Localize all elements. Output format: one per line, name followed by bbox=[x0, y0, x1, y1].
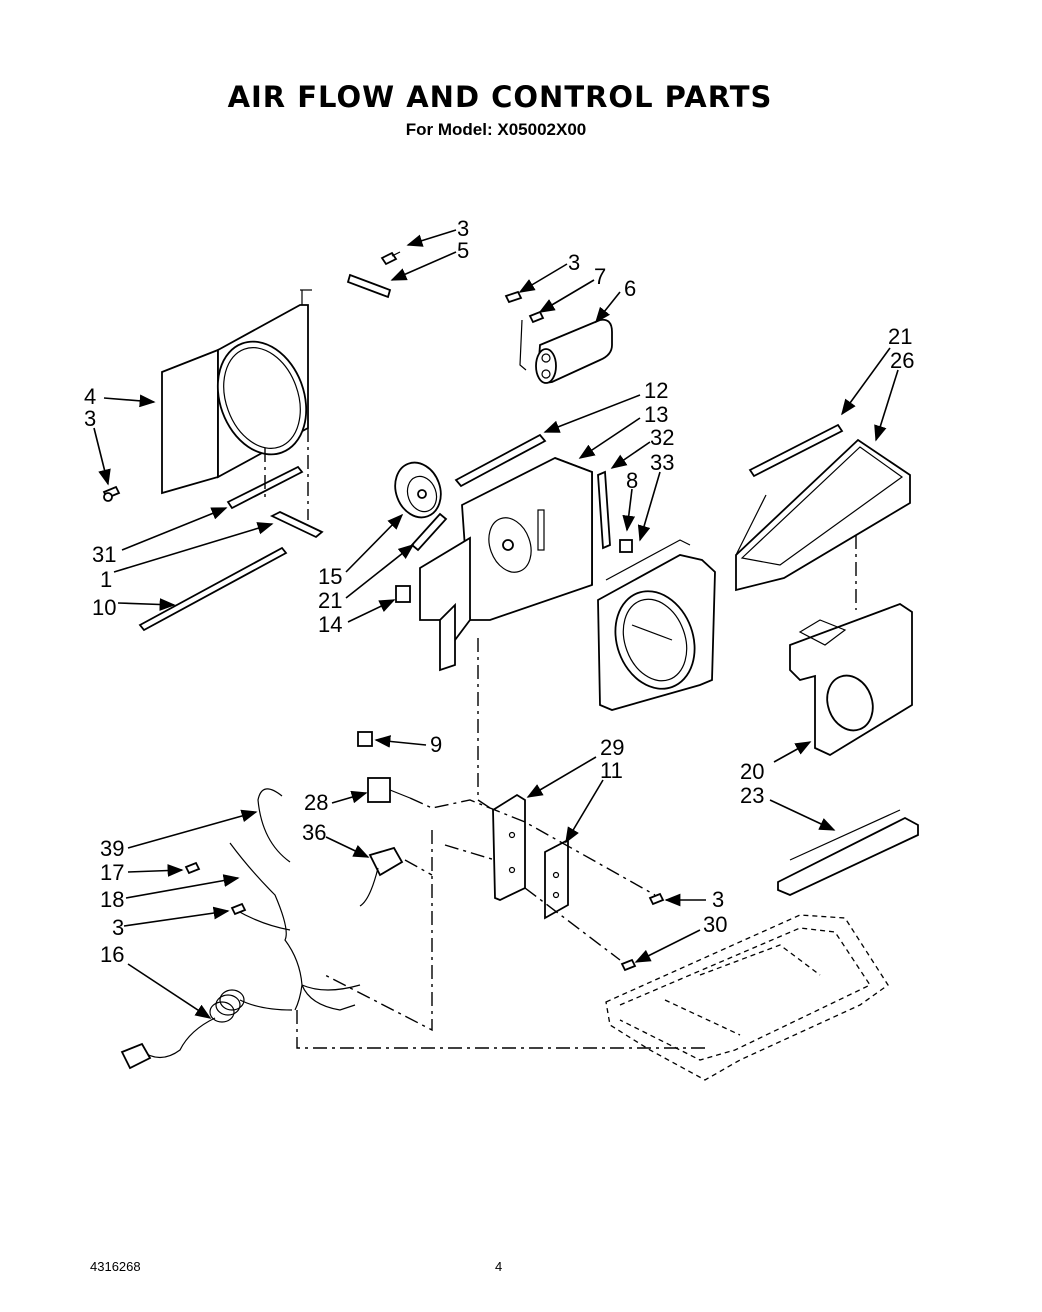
callout-label: 3 bbox=[112, 915, 124, 940]
callout-label: 3 bbox=[84, 406, 96, 431]
screw-part bbox=[620, 958, 637, 972]
callout-label: 4 bbox=[84, 384, 96, 409]
bracket-part bbox=[269, 510, 324, 539]
support-channel-part bbox=[777, 809, 919, 896]
rotary-switch-part bbox=[367, 777, 411, 803]
callout-label: 14 bbox=[318, 612, 342, 637]
seal-strip-part bbox=[597, 470, 611, 550]
callout-label: 29 bbox=[600, 735, 624, 760]
seal-strip-part bbox=[454, 433, 547, 488]
seal-strip-part bbox=[410, 512, 448, 552]
callout-label: 30 bbox=[703, 912, 727, 937]
knob-part bbox=[357, 731, 373, 747]
screw-part bbox=[230, 902, 247, 916]
callout-label: 11 bbox=[600, 758, 623, 783]
callout-label: 5 bbox=[457, 238, 469, 263]
callout-label: 7 bbox=[594, 264, 606, 289]
callout-label: 3 bbox=[457, 216, 469, 241]
document-number: 4316268 bbox=[90, 1259, 141, 1274]
callout-label: 15 bbox=[318, 564, 342, 589]
callout-label: 21 bbox=[318, 588, 342, 613]
callout-label: 39 bbox=[100, 836, 124, 861]
leader-lines bbox=[93, 229, 899, 1019]
wire-harness-part bbox=[229, 788, 361, 1011]
control-plate-part bbox=[544, 838, 569, 920]
clip-part bbox=[619, 539, 633, 553]
screw-part bbox=[380, 251, 401, 266]
seal-strip-part bbox=[748, 423, 844, 478]
callout-label: 8 bbox=[626, 468, 638, 493]
page-title: AIR FLOW AND CONTROL PARTS bbox=[227, 80, 773, 114]
callout-label: 31 bbox=[92, 542, 116, 567]
callout-label: 20 bbox=[740, 759, 764, 784]
callout-label: 18 bbox=[100, 887, 124, 912]
fan-blade-part bbox=[394, 461, 442, 519]
callout-label: 23 bbox=[740, 783, 764, 808]
seal-strip-part bbox=[138, 546, 288, 632]
model-subtitle: For Model: X05002X00 bbox=[405, 120, 587, 139]
page-number: 4 bbox=[495, 1259, 503, 1274]
callout-label: 3 bbox=[568, 250, 580, 275]
callout-label: 3 bbox=[712, 887, 724, 912]
callout-label: 10 bbox=[92, 595, 116, 620]
bulkhead-part bbox=[419, 457, 593, 672]
callout-label: 17 bbox=[100, 860, 124, 885]
power-cord-part bbox=[120, 989, 293, 1070]
callout-label: 21 bbox=[888, 324, 912, 349]
screw-part bbox=[184, 861, 201, 875]
screw-part bbox=[102, 485, 121, 502]
callout-label: 9 bbox=[430, 732, 442, 757]
capacitor-part bbox=[504, 290, 613, 384]
discharge-panel-part bbox=[789, 602, 913, 757]
callout-label: 16 bbox=[100, 942, 124, 967]
bracket-part bbox=[346, 273, 392, 299]
clip-part bbox=[395, 585, 411, 603]
relation-lines bbox=[296, 638, 705, 1049]
callout-label: 13 bbox=[644, 402, 668, 427]
callout-label: 28 bbox=[304, 790, 328, 815]
callout-label: 1 bbox=[100, 567, 112, 592]
air-duct-part bbox=[735, 438, 911, 592]
callout-label: 32 bbox=[650, 425, 674, 450]
shroud-panel-part bbox=[161, 289, 312, 495]
scroll-housing-part bbox=[597, 539, 716, 711]
callout-label: 6 bbox=[624, 276, 636, 301]
callout-label: 33 bbox=[650, 450, 674, 475]
base-pan-part bbox=[605, 914, 889, 1081]
thermostat-part bbox=[359, 846, 404, 907]
callout-label: 12 bbox=[644, 378, 668, 403]
screw-part bbox=[648, 892, 665, 906]
callout-label: 36 bbox=[302, 820, 326, 845]
callout-label: 26 bbox=[890, 348, 914, 373]
